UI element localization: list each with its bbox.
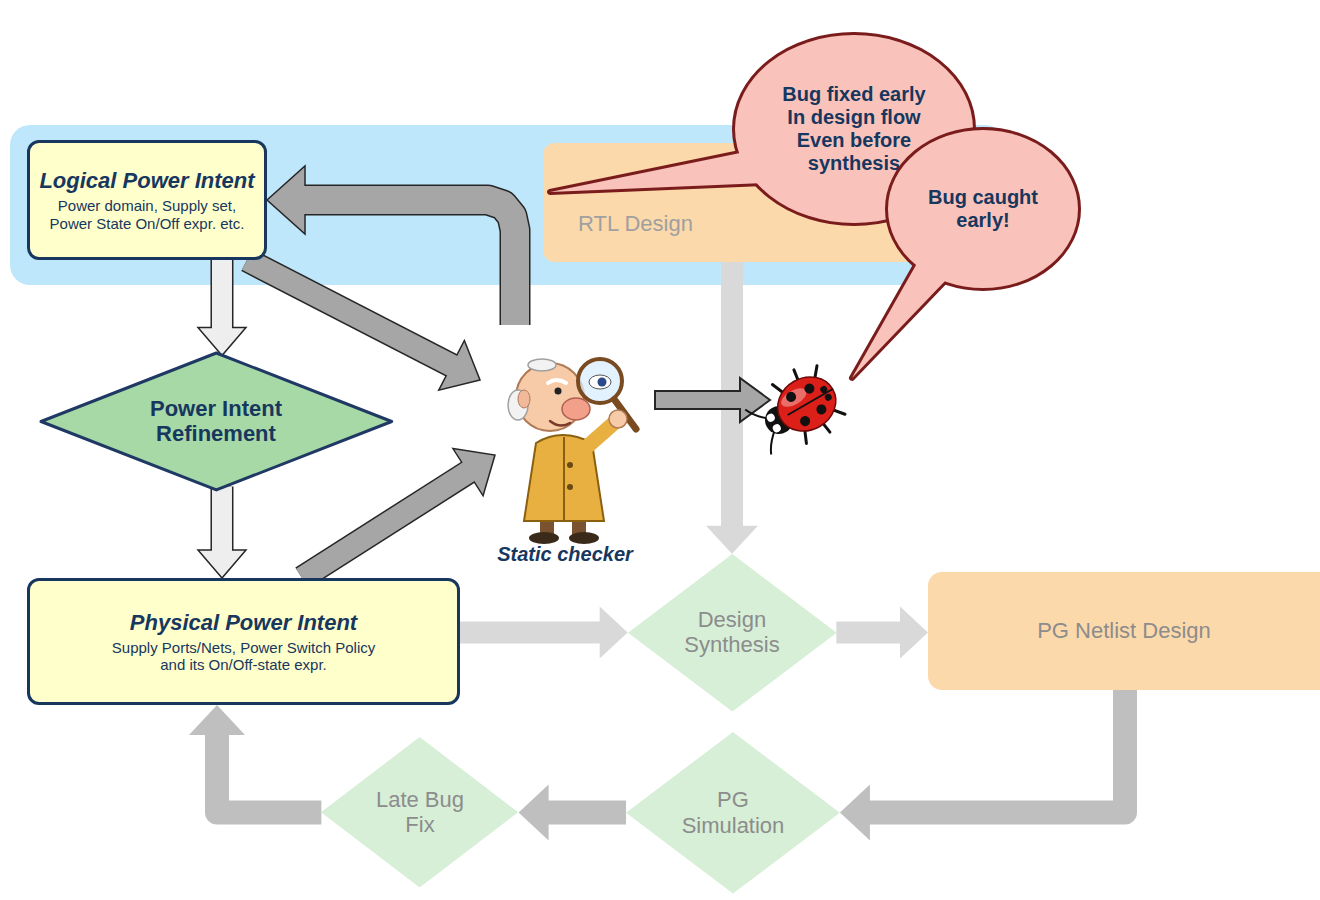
found-bug-arrow xyxy=(655,378,770,422)
arrow-shaft xyxy=(460,621,603,643)
flow-arrow xyxy=(519,785,626,841)
arrow-head xyxy=(267,166,305,234)
power-intent-box: Physical Power IntentSupply Ports/Nets, … xyxy=(27,578,460,705)
process-diamond: Design Synthesis xyxy=(628,554,837,712)
node-content: PG Netlist Design xyxy=(928,572,1320,690)
figure-mouth xyxy=(550,421,570,426)
process-diamond: PG Simulation xyxy=(626,732,840,894)
diamond-label: Design Synthesis xyxy=(677,607,787,658)
figure-head xyxy=(516,363,584,431)
ladybug-eye xyxy=(771,423,782,434)
decision-diamond: Power Intent Refinement xyxy=(41,353,392,490)
flow-arrow xyxy=(836,606,928,658)
diamond-outline xyxy=(41,353,392,490)
magnifier-lens xyxy=(578,359,622,403)
callout-text: Bug caught early! xyxy=(924,186,1042,232)
figure-label: Static checker xyxy=(497,543,633,566)
arrow-shaft xyxy=(836,621,903,643)
figure-eye xyxy=(555,388,562,395)
arrow-head xyxy=(900,606,928,658)
arrow-shaft xyxy=(302,200,515,325)
node-content: Logical Power IntentPower domain, Supply… xyxy=(30,143,264,257)
diamond-label: Late Bug Fix xyxy=(370,787,470,838)
figure-ear xyxy=(518,390,530,408)
arrow-head xyxy=(600,606,628,658)
figure-button xyxy=(567,484,573,490)
flow-arrow xyxy=(840,690,1125,841)
ladybug xyxy=(740,358,850,463)
node-content: Bug caught early! xyxy=(888,130,1078,288)
callout-fill xyxy=(888,130,1078,288)
figure-button xyxy=(567,462,573,468)
arrow-head xyxy=(198,550,246,578)
arrow-shaft xyxy=(217,732,321,812)
box-label: RTL Design xyxy=(578,211,693,236)
magnified-eye xyxy=(589,375,611,389)
diamond-label: Power Intent Refinement xyxy=(131,396,301,447)
arrow-head xyxy=(198,328,246,356)
arrow-shaft xyxy=(212,260,232,331)
ladybug-body xyxy=(768,366,846,441)
flow-arrow xyxy=(189,705,321,812)
figure-nose xyxy=(562,398,590,420)
box-text: Supply Ports/Nets, Power Switch Policy a… xyxy=(109,639,379,674)
box-title: Physical Power Intent xyxy=(130,610,357,635)
flow-arrow xyxy=(267,166,515,325)
figure-shoe xyxy=(529,532,559,544)
diamond-outline xyxy=(626,732,840,894)
diamond-label: PG Simulation xyxy=(675,787,790,838)
callout-outline xyxy=(888,130,1078,288)
node-content: Design Synthesis xyxy=(628,554,837,712)
node-content: Late Bug Fix xyxy=(321,737,518,888)
detective-figure xyxy=(508,359,636,544)
figure-brow xyxy=(548,380,566,383)
arrow-shaft xyxy=(546,801,626,825)
node-content: Static checker xyxy=(480,325,650,570)
node-content: PG Simulation xyxy=(626,732,840,894)
node-content: Power Intent Refinement xyxy=(41,353,392,490)
arrow-shaft xyxy=(247,260,454,367)
flow-arrow xyxy=(302,449,495,578)
flow-arrow xyxy=(460,606,628,658)
design-box: PG Netlist Design xyxy=(928,572,1320,690)
box-title: Logical Power Intent xyxy=(39,168,254,193)
figure-hand xyxy=(609,410,627,428)
arrow-shaft xyxy=(212,486,232,553)
flow-arrow xyxy=(198,486,246,578)
box-label: PG Netlist Design xyxy=(1037,618,1211,643)
arrow-head xyxy=(189,705,245,735)
ladybug-spots xyxy=(784,375,838,428)
arrow-shaft-outline xyxy=(305,200,515,325)
process-diamond: Late Bug Fix xyxy=(321,737,518,888)
arrow-head xyxy=(706,526,758,554)
ladybug-eye xyxy=(765,412,776,423)
figure-arm xyxy=(580,423,614,453)
magnified-pupil xyxy=(598,378,607,387)
figure-coat-seam xyxy=(563,437,565,521)
arrow-head xyxy=(519,785,549,841)
static-checker-figure-outline xyxy=(480,325,650,570)
arrow-shaft xyxy=(867,690,1125,813)
arrow-shaft xyxy=(302,471,471,578)
callout-bubble: Bug caught early! xyxy=(888,130,1078,288)
static-checker-figure: Static checker xyxy=(480,325,650,570)
box-text: Power domain, Supply set, Power State On… xyxy=(36,197,258,232)
flow-arrow xyxy=(198,260,246,356)
power-intent-box: Logical Power IntentPower domain, Supply… xyxy=(27,140,267,260)
diamond-outline xyxy=(628,554,837,712)
figure-hair xyxy=(528,359,556,371)
flow-arrow xyxy=(247,260,480,390)
arrow-head xyxy=(840,785,870,841)
figure-shoe xyxy=(569,532,599,544)
node-content: Physical Power IntentSupply Ports/Nets, … xyxy=(30,581,457,702)
diamond-outline xyxy=(321,737,518,888)
